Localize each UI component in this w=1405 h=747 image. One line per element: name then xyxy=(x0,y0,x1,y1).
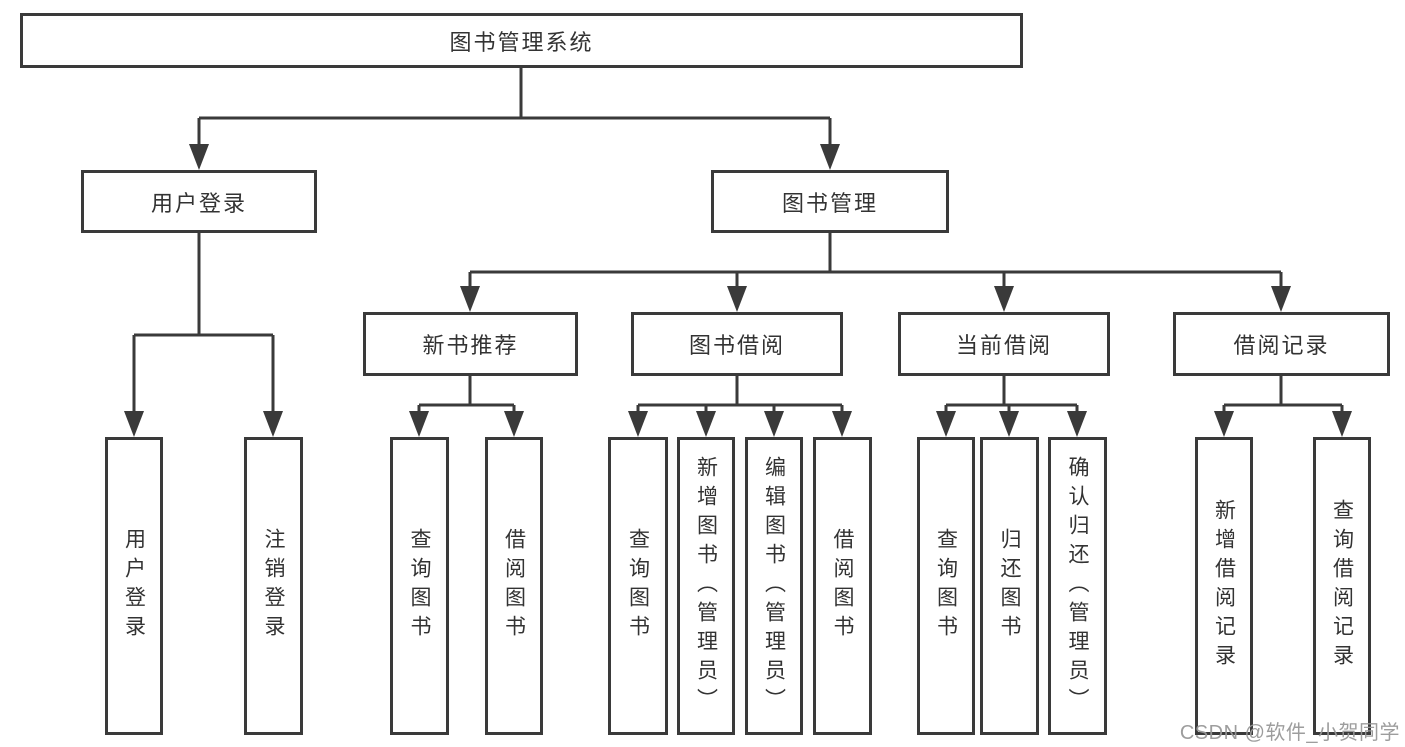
node-borrow-record-label: 借阅记录 xyxy=(1233,333,1330,358)
leaf-return-book: 归还图书 xyxy=(980,437,1039,735)
leaf-user-login: 用户登录 xyxy=(105,437,163,735)
node-new-book-recommend-label: 新书推荐 xyxy=(422,333,519,358)
leaf-confirm-return-admin: 确认归还（管理员） xyxy=(1048,437,1107,735)
leaf-borrow-query-book-label: 查询图书 xyxy=(626,528,650,644)
node-book-borrow: 图书借阅 xyxy=(631,312,843,376)
leaf-borrow-query-book: 查询图书 xyxy=(608,437,668,735)
leaf-query-borrow-record-label: 查询借阅记录 xyxy=(1330,499,1354,673)
leaf-recommend-query-book: 查询图书 xyxy=(390,437,449,735)
leaf-add-book-admin: 新增图书（管理员） xyxy=(677,437,735,735)
leaf-recommend-borrow-book: 借阅图书 xyxy=(485,437,543,735)
leaf-current-query-book-label: 查询图书 xyxy=(934,528,958,644)
node-user-login: 用户登录 xyxy=(81,170,317,233)
leaf-edit-book-admin: 编辑图书（管理员） xyxy=(745,437,803,735)
node-book-borrow-label: 图书借阅 xyxy=(688,333,785,358)
leaf-add-borrow-record: 新增借阅记录 xyxy=(1195,437,1253,735)
node-root-system: 图书管理系统 xyxy=(20,13,1023,68)
connector-user-login-branch xyxy=(124,233,283,437)
leaf-add-borrow-record-label: 新增借阅记录 xyxy=(1212,499,1236,673)
node-root-system-label: 图书管理系统 xyxy=(449,29,594,55)
leaf-borrow-borrow-book: 借阅图书 xyxy=(813,437,872,735)
csdn-watermark: CSDN @软件_小贺同学 xyxy=(1179,722,1400,744)
node-borrow-record: 借阅记录 xyxy=(1173,312,1390,376)
leaf-query-borrow-record: 查询借阅记录 xyxy=(1313,437,1371,735)
leaf-edit-book-admin-label: 编辑图书（管理员） xyxy=(762,455,786,717)
node-current-borrow-label: 当前借阅 xyxy=(955,333,1052,358)
node-book-management-label: 图书管理 xyxy=(781,190,878,216)
node-user-login-label: 用户登录 xyxy=(150,190,247,216)
node-book-management: 图书管理 xyxy=(711,170,949,233)
leaf-current-query-book: 查询图书 xyxy=(917,437,975,735)
connector-root-to-level2 xyxy=(189,68,840,170)
leaf-user-login-label: 用户登录 xyxy=(122,528,146,644)
connector-borrow-record-branch xyxy=(1214,376,1352,437)
connector-book-borrow-branch xyxy=(628,376,852,437)
leaf-confirm-return-admin-label: 确认归还（管理员） xyxy=(1066,455,1089,717)
leaf-borrow-borrow-book-label: 借阅图书 xyxy=(831,528,854,644)
connector-current-borrow-branch xyxy=(936,376,1087,437)
connector-book-management-branch xyxy=(460,233,1291,312)
node-new-book-recommend: 新书推荐 xyxy=(363,312,578,376)
connector-new-book-recommend-branch xyxy=(409,376,524,437)
leaf-add-book-admin-label: 新增图书（管理员） xyxy=(694,455,718,717)
leaf-recommend-borrow-book-label: 借阅图书 xyxy=(502,528,526,644)
leaf-logout-label: 注销登录 xyxy=(262,528,285,644)
leaf-return-book-label: 归还图书 xyxy=(998,528,1021,644)
leaf-logout: 注销登录 xyxy=(244,437,303,735)
leaf-recommend-query-book-label: 查询图书 xyxy=(408,528,431,644)
node-current-borrow: 当前借阅 xyxy=(898,312,1110,376)
